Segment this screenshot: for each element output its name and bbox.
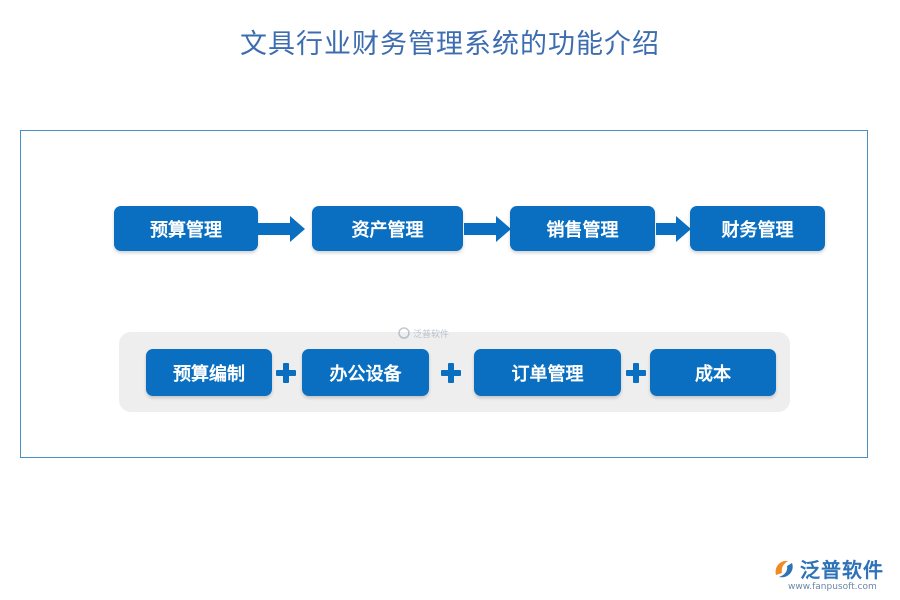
brand-url: www.fanpusoft.com bbox=[788, 582, 877, 592]
flow-step-sales-management: 销售管理 bbox=[510, 206, 655, 251]
flow-arrow-2 bbox=[464, 216, 511, 242]
flow-step-budget-management: 预算管理 bbox=[114, 206, 258, 251]
plus-icon bbox=[626, 363, 646, 383]
sum-item-budget-compilation: 预算编制 bbox=[146, 349, 272, 396]
watermark-logo-icon bbox=[398, 327, 410, 339]
sum-item-office-equipment: 办公设备 bbox=[302, 349, 429, 396]
brand-logo-text: 泛普软件 bbox=[800, 558, 884, 582]
plus-icon bbox=[276, 363, 296, 383]
brand-logo: 泛普软件 bbox=[772, 554, 884, 583]
diagram-frame bbox=[20, 130, 868, 458]
sum-item-order-management: 订单管理 bbox=[474, 349, 621, 396]
page-title: 文具行业财务管理系统的功能介绍 bbox=[240, 29, 660, 60]
flow-step-finance-management: 财务管理 bbox=[690, 206, 825, 251]
watermark: 泛普软件 bbox=[398, 326, 458, 340]
flow-step-asset-management: 资产管理 bbox=[312, 206, 463, 251]
watermark-text: 泛普软件 bbox=[413, 329, 450, 340]
flow-arrow-1 bbox=[258, 216, 305, 242]
sum-item-cost: 成本 bbox=[650, 349, 776, 396]
flow-arrow-3 bbox=[656, 216, 691, 242]
plus-icon bbox=[441, 363, 461, 383]
fanpu-logo-icon bbox=[775, 560, 793, 577]
